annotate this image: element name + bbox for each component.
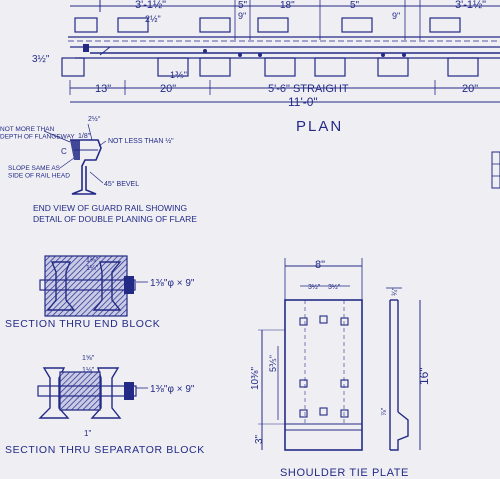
shoulder-tie-plate: 8" 3½" 3½" 10⅜" 5⅗" 3" ¾" 16" xyxy=(250,258,431,479)
separator-gap: 1" xyxy=(84,429,91,438)
plan-dim-straight: 5'-6" STRAIGHT xyxy=(268,83,349,95)
tie-plate-caption: SHOULDER TIE PLATE xyxy=(280,467,409,479)
end-block-bolt: 1⅜"φ × 9" xyxy=(150,278,195,289)
plan-top-dim-1: 3'-1½" xyxy=(135,0,166,11)
end-block-dim-top: 1⅛" xyxy=(86,257,99,264)
tie-plate-height: 16" xyxy=(417,367,431,385)
tie-plate-thickness: ¾" xyxy=(392,287,399,296)
plan-dim-13: 13" xyxy=(95,83,111,95)
tie-plate-left-dim-3: 3" xyxy=(254,434,265,444)
tie-plate-left-dim-2: 5⅗" xyxy=(268,355,278,372)
plan-tie-spacing: 1⅗" xyxy=(170,70,187,80)
plan-top-dim-2: 5" xyxy=(238,0,248,11)
section-end-block: 1⅛" 1¼" 1⅜"φ × 9" SECTION THRU END BLOCK xyxy=(5,255,195,330)
tie-plate-width: 8" xyxy=(315,259,325,271)
plan-dim-20-left: 20" xyxy=(160,83,176,95)
plan-top-dim-3: 18" xyxy=(280,0,295,11)
end-block-caption: SECTION THRU END BLOCK xyxy=(5,318,160,330)
plan-top-dim-5: 3'-1½" xyxy=(455,0,486,11)
plan-overall-length: 11'-0" xyxy=(288,95,318,109)
tie-plate-left-dim-1: 10⅜" xyxy=(250,367,261,390)
end-view-c-label: C xyxy=(61,147,67,156)
end-view-frac: 1/8" xyxy=(78,133,91,140)
tie-plate-side-dim: ⅞" xyxy=(381,407,388,416)
separator-dim-top: 1⅝" xyxy=(82,355,95,362)
end-view-angle: 2½° xyxy=(88,115,101,123)
drawing-fragment-right xyxy=(491,151,500,189)
separator-dim-mid: 1⅛" xyxy=(82,367,95,374)
end-view-caption-2: DETAIL OF DOUBLE PLANING OF FLARE xyxy=(33,214,197,224)
end-block-dim-mid: 1¼" xyxy=(86,265,99,272)
separator-bolt: 1⅜"φ × 9" xyxy=(150,384,195,395)
plan-top-dim-6: 9" xyxy=(238,11,246,21)
plan-top-dim-7: 9" xyxy=(392,11,400,21)
tie-plate-inner-dim-1: 3½" xyxy=(308,283,321,291)
plan-dim-20-right: 20" xyxy=(462,83,478,95)
plan-title: PLAN xyxy=(296,118,343,135)
note-bevel: 45° BEVEL xyxy=(104,180,139,188)
plan-top-dim-8: 2½" xyxy=(145,14,161,24)
separator-caption: SECTION THRU SEPARATOR BLOCK xyxy=(5,444,205,456)
plan-top-dim-4: 5" xyxy=(350,0,360,11)
end-view-caption-1: END VIEW OF GUARD RAIL SHOWING xyxy=(33,203,187,213)
section-separator-block: 1⅝" 1⅛" 1⅜"φ × 9" 1" SECTION THRU SEPARA… xyxy=(5,355,205,456)
tie-plate-inner-dim-2: 3½" xyxy=(328,283,341,291)
note-not-less-than: NOT LESS THAN ½" xyxy=(108,137,174,145)
plan-left-offset: 3½" xyxy=(32,54,50,65)
plan-view: 3'-1½" 5" 18" 5" 3'-1½" 9" 9" 2½" xyxy=(32,0,500,135)
